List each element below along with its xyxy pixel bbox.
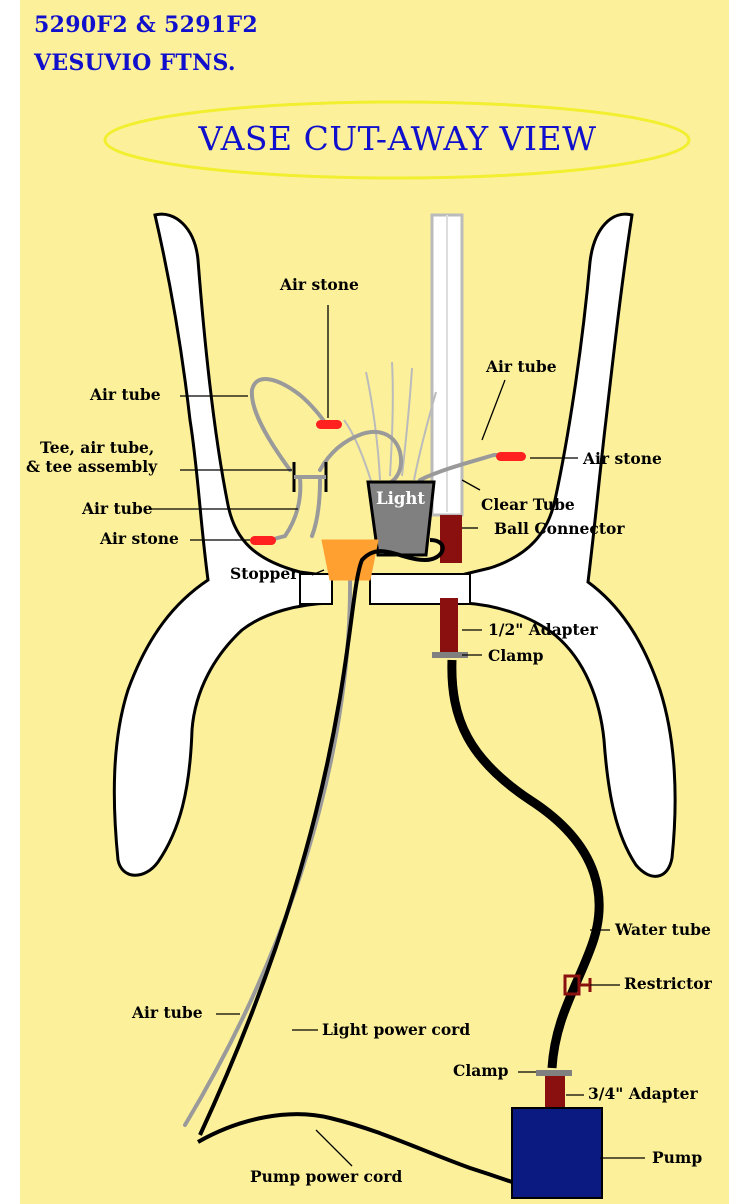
label-three-quarter-adapter: 3/4" Adapter xyxy=(588,1085,698,1103)
label-clamp-top: Clamp xyxy=(488,647,544,665)
air-stone-top xyxy=(316,420,342,429)
label-water-tube: Water tube xyxy=(615,921,711,939)
pump xyxy=(512,1108,602,1198)
ball-connector xyxy=(440,515,462,563)
label-air-stone-right: Air stone xyxy=(583,450,662,468)
label-stopper: Stopper xyxy=(230,565,298,583)
air-stone-left xyxy=(250,536,276,545)
label-clamp-bottom: Clamp xyxy=(453,1062,509,1080)
half-adapter xyxy=(440,598,458,656)
label-light: Light xyxy=(376,490,425,508)
label-air-tube-left-top: Air tube xyxy=(90,386,161,404)
header-model-line: 5290F2 & 5291F2 xyxy=(34,12,258,38)
label-pump-power-cord: Pump power cord xyxy=(250,1168,402,1186)
label-half-adapter: 1/2" Adapter xyxy=(488,621,598,639)
label-air-stone-top: Air stone xyxy=(280,276,359,294)
label-air-tube-right: Air tube xyxy=(486,358,557,376)
stopper xyxy=(322,540,378,580)
label-air-tube-bottom: Air tube xyxy=(132,1004,203,1022)
label-air-tube-left-mid: Air tube xyxy=(82,500,153,518)
clamp-bottom xyxy=(536,1070,572,1076)
label-light-power-cord: Light power cord xyxy=(322,1021,470,1039)
label-tee-line2: & tee assembly xyxy=(26,458,157,476)
diagram-title: VASE CUT-AWAY VIEW xyxy=(125,118,670,160)
label-tee-line1: Tee, air tube, xyxy=(40,439,154,457)
label-ball-connector: Ball Connector xyxy=(494,520,625,538)
label-pump: Pump xyxy=(652,1149,702,1167)
label-air-stone-left: Air stone xyxy=(100,530,179,548)
vase-center-left-block xyxy=(300,574,332,604)
header-name-line: VESUVIO FTNS. xyxy=(34,50,236,76)
label-restrictor: Restrictor xyxy=(624,975,712,993)
air-stone-right xyxy=(496,452,526,461)
label-clear-tube: Clear Tube xyxy=(481,496,575,514)
